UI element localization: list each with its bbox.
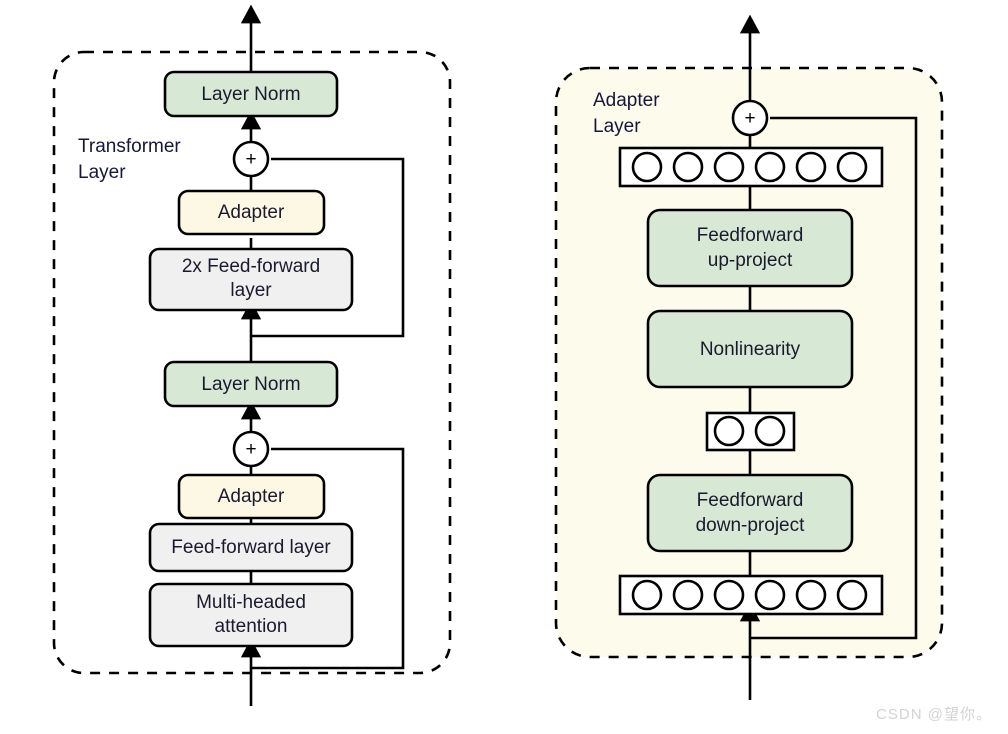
block-nonlinearity[interactable] — [646, 309, 854, 389]
neuron-output-6 — [836, 151, 868, 183]
adapter-panel-title-line2: Layer — [593, 116, 641, 137]
transformer-layer-panel: Transformer Layer — [52, 4, 452, 706]
block-feedforward-up-project-label-line1: Feedforward — [697, 225, 804, 246]
neuron-input-3 — [713, 579, 745, 611]
block-layer-norm-bottom[interactable] — [163, 360, 339, 408]
transformer-blocks: Layer Norm Adapter 2x Feed-forward layer… — [148, 70, 354, 648]
csdn-watermark: CSDN @望你。 — [876, 706, 992, 723]
block-feedforward-up-project-label-line2: up-project — [708, 250, 793, 271]
transformer-top-skip-path — [251, 157, 405, 338]
block-adapter-bottom-label: Adapter — [218, 486, 285, 507]
adapter-blocks: Feedforward up-project Nonlinearity Feed… — [646, 208, 854, 553]
block-feed-forward-label: Feed-forward layer — [171, 537, 331, 558]
neuron-output-5 — [795, 151, 827, 183]
neuron-input-2 — [672, 579, 704, 611]
neuron-bottleneck-2 — [754, 415, 786, 447]
neuron-row-input[interactable] — [618, 574, 884, 616]
block-multi-headed-attention[interactable] — [148, 582, 354, 648]
neuron-output-2 — [672, 151, 704, 183]
block-adapter-bottom[interactable] — [177, 473, 326, 520]
transformer-panel-title-line1: Transformer — [78, 136, 181, 157]
block-feed-forward-2x-label-line2: layer — [230, 280, 272, 301]
neuron-output-3 — [713, 151, 745, 183]
block-multi-headed-attention-label-line2: attention — [215, 616, 288, 637]
adder-bottom-symbol: + — [245, 439, 256, 460]
neuron-bottleneck-1 — [713, 415, 745, 447]
block-nonlinearity-label: Nonlinearity — [700, 339, 801, 360]
block-feed-forward-2x-label-line1: 2x Feed-forward — [182, 256, 320, 277]
block-multi-headed-attention-label-line1: Multi-headed — [196, 592, 306, 613]
block-feedforward-up-project[interactable] — [646, 208, 854, 288]
block-layer-norm-bottom-label: Layer Norm — [201, 374, 300, 395]
neuron-output-1 — [631, 151, 663, 183]
adapter-layer-panel: Adapter Layer — [554, 14, 944, 700]
adder-bottom-circle[interactable] — [232, 430, 270, 468]
adapter-skip-path — [750, 116, 918, 640]
adder-top-circle[interactable] — [232, 140, 270, 178]
block-feedforward-down-project-label-line2: down-project — [696, 515, 805, 536]
transformer-adders: + + — [232, 140, 270, 468]
neuron-row-output[interactable] — [618, 146, 884, 188]
block-feed-forward-2x[interactable] — [148, 247, 354, 312]
neuron-input-4 — [754, 579, 786, 611]
block-feed-forward[interactable] — [148, 522, 354, 573]
adder-adapter-symbol: + — [744, 108, 755, 129]
block-adapter-top-label: Adapter — [218, 202, 285, 223]
block-layer-norm-top-label: Layer Norm — [201, 84, 300, 105]
block-feedforward-down-project[interactable] — [646, 473, 854, 553]
neuron-input-5 — [795, 579, 827, 611]
block-feedforward-down-project-label-line1: Feedforward — [697, 490, 804, 511]
transformer-panel-title-line2: Layer — [78, 162, 126, 183]
adapter-panel-title-line1: Adapter — [593, 90, 660, 111]
neuron-input-6 — [836, 579, 868, 611]
adapter-adder: + — [731, 99, 769, 137]
adapter-connectors — [739, 14, 918, 700]
block-layer-norm-top[interactable] — [163, 70, 339, 118]
transformer-connectors — [240, 4, 405, 706]
neuron-row-bottleneck[interactable] — [705, 411, 796, 452]
neuron-output-4 — [754, 151, 786, 183]
adder-top-symbol: + — [245, 149, 256, 170]
adder-adapter-circle[interactable] — [731, 99, 769, 137]
neuron-input-1 — [631, 579, 663, 611]
block-adapter-top[interactable] — [177, 189, 326, 236]
transformer-bottom-skip-path — [251, 447, 405, 670]
